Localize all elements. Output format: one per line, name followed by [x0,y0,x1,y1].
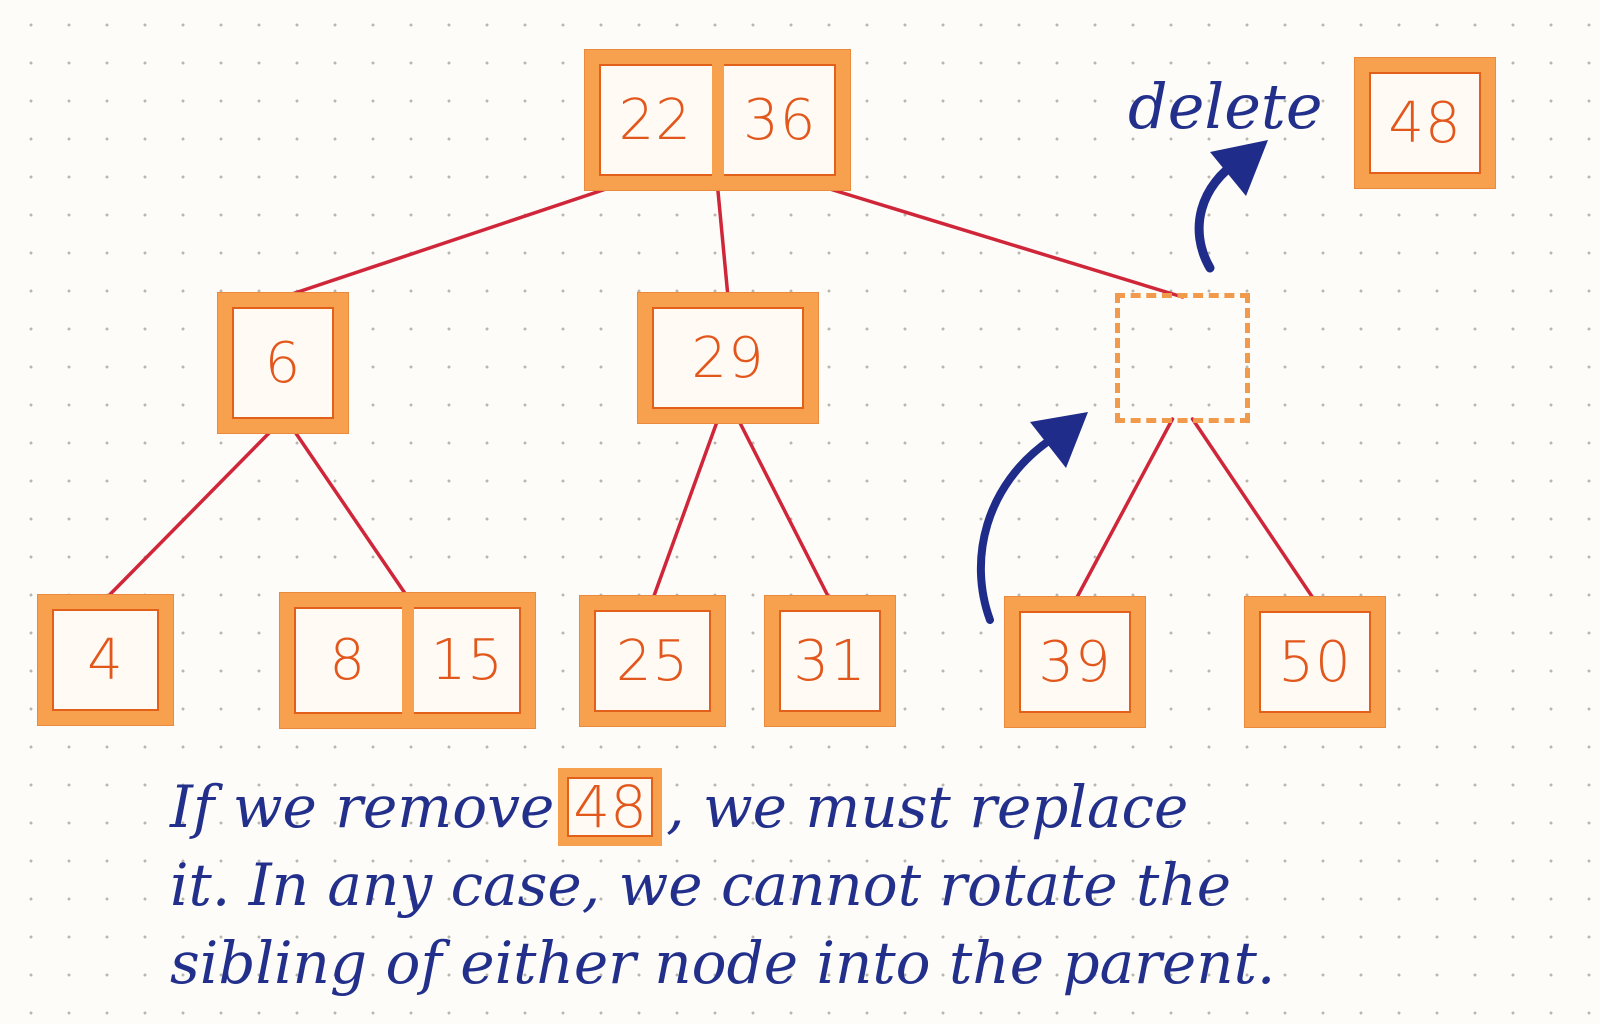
caption-line-1-pre: If we remove [170,773,555,841]
key-6: 6 [264,330,302,396]
node-empty [1115,293,1250,423]
key-4: 4 [87,627,124,693]
edge-empty-n39 [1073,417,1175,603]
key-36: 36 [711,64,837,176]
node-25: 25 [580,596,725,726]
node-root: 22 36 [585,50,850,190]
edge-n6-n8_15 [291,427,410,599]
arrowhead-empty [1030,412,1088,468]
annotation-arrows [976,140,1268,624]
node-50: 50 [1245,597,1385,727]
node-4: 4 [38,595,173,725]
edge-n6-n4 [103,427,275,601]
arrowhead-delete [1210,140,1268,196]
key-39: 39 [1038,629,1112,695]
node-29: 29 [638,293,818,423]
node-39: 39 [1005,597,1145,727]
key-50: 50 [1278,629,1352,695]
edge-n29-n25 [650,417,720,602]
node-31: 31 [765,596,895,726]
key-22: 22 [618,87,692,153]
key-31: 31 [793,628,867,694]
caption-line-2: it. In any case, we cannot rotate the [170,851,1232,919]
edge-root-empty [818,184,1185,299]
edge-root-n29 [715,184,730,299]
key-29: 29 [691,325,765,391]
key-25: 25 [615,628,690,694]
caption-line-1-post: , we must replace [666,773,1189,841]
edge-empty-n50 [1190,417,1317,603]
deleted-key-48: 48 [1388,90,1462,156]
caption-line-3: sibling of either node into the parent. [170,929,1276,997]
node-8-15: 8 15 [280,593,535,728]
edge-n29-n31 [736,417,832,602]
key-8: 8 [329,628,367,693]
key-15: 15 [401,607,522,714]
deleted-key-node: 48 [1355,58,1495,188]
node-6: 6 [218,293,348,433]
caption-key-48: 48 [558,768,663,846]
edge-root-n6 [281,184,617,299]
delete-label: delete [1128,70,1323,143]
arrow-to-empty-node [976,436,1054,624]
tree-edges [103,184,1317,603]
